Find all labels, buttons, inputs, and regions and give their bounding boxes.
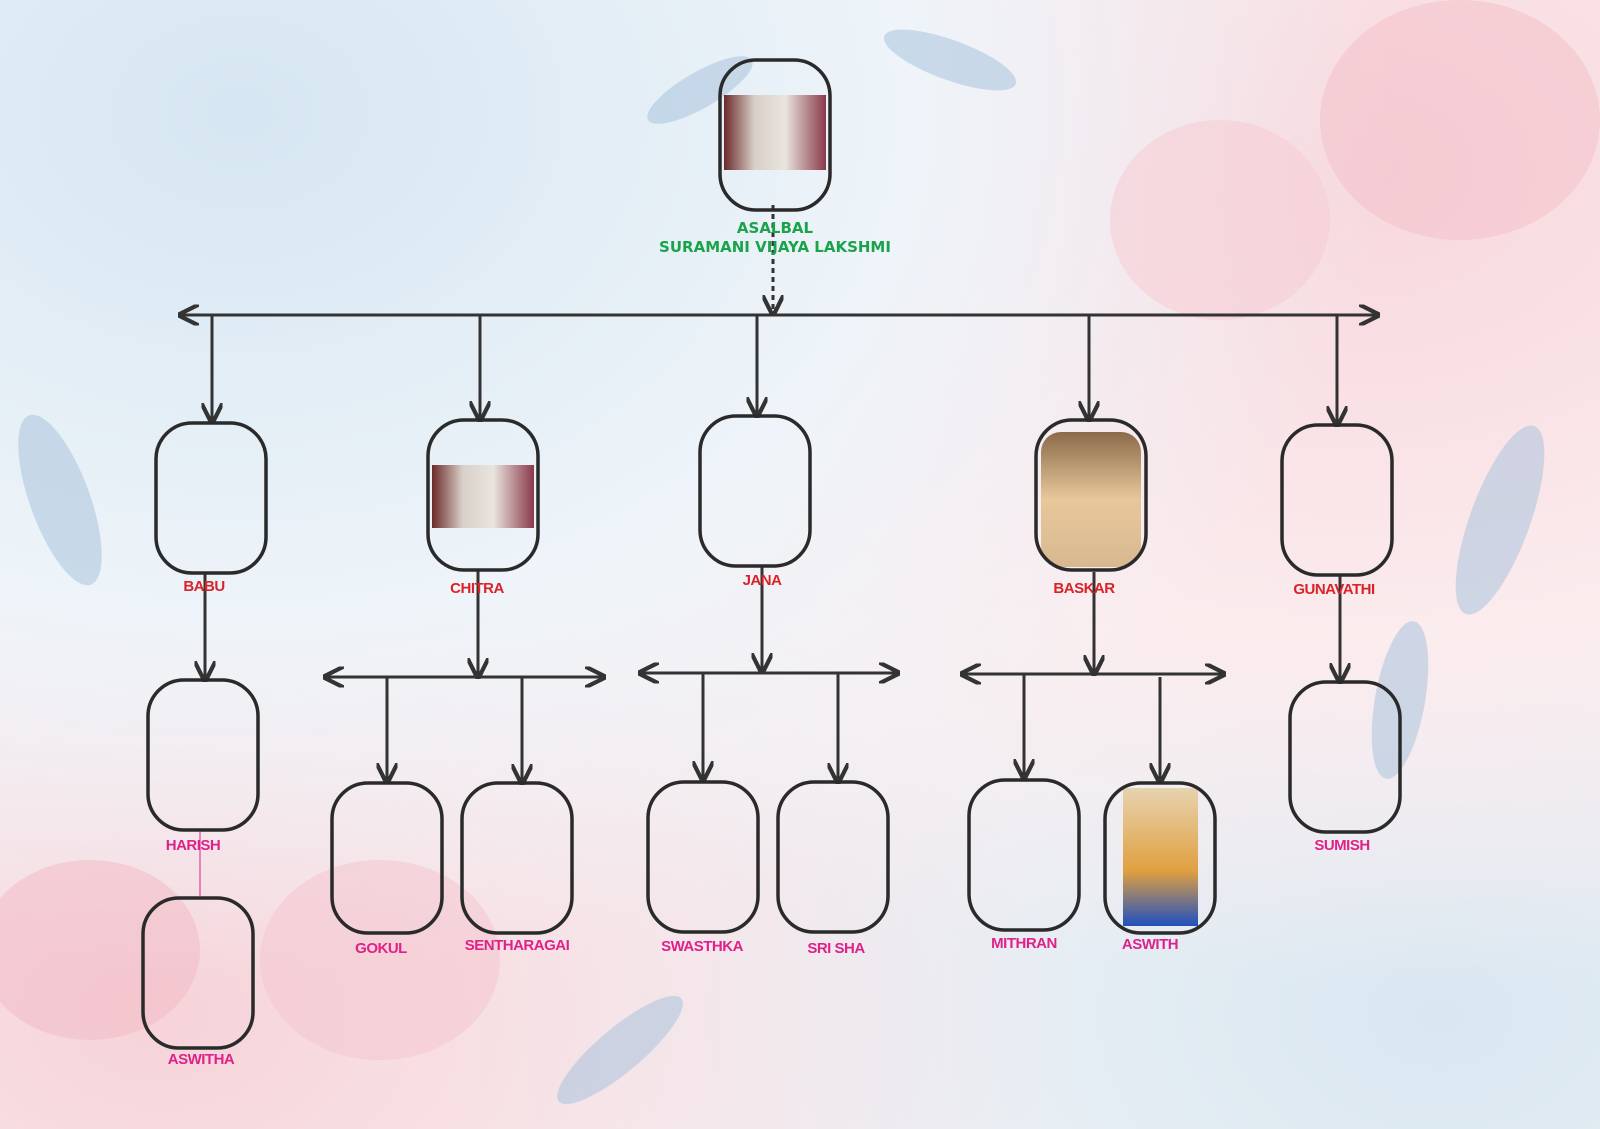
connectors bbox=[182, 205, 1376, 896]
grandchild-label: GOKUL bbox=[355, 940, 407, 957]
grandchild-label: ASWITH bbox=[1122, 936, 1178, 953]
child-label: JANA bbox=[743, 572, 783, 589]
node-aswith[interactable] bbox=[1103, 781, 1217, 935]
root-photo bbox=[724, 95, 826, 170]
node-chitra[interactable] bbox=[426, 418, 540, 572]
grandchild-label: SUMISH bbox=[1314, 837, 1369, 854]
node-jana[interactable] bbox=[698, 414, 812, 568]
grandchild-label: SENTHARAGAI bbox=[465, 937, 570, 954]
node-aswitha[interactable] bbox=[141, 896, 255, 1050]
grandchild-label: HARISH bbox=[166, 837, 221, 854]
node-baskar[interactable] bbox=[1034, 418, 1148, 572]
baskar-photo bbox=[1041, 432, 1141, 567]
node-harish[interactable] bbox=[146, 678, 260, 832]
root-name-line1: ASALBAL bbox=[737, 219, 814, 237]
node-babu[interactable] bbox=[154, 421, 268, 575]
node-gokul[interactable] bbox=[330, 781, 444, 935]
grandchild-label: SRI SHA bbox=[807, 940, 865, 957]
node-boxes bbox=[141, 58, 1402, 1050]
child-label: CHITRA bbox=[450, 580, 504, 597]
root-name-line2: SURAMANI VIJAYA LAKSHMI bbox=[659, 238, 891, 256]
node-swasthka[interactable] bbox=[646, 780, 760, 934]
node-mithran[interactable] bbox=[967, 778, 1081, 932]
child-label: GUNAVATHI bbox=[1293, 581, 1375, 598]
node-sentharagai[interactable] bbox=[460, 781, 574, 935]
aswith-photo bbox=[1123, 788, 1198, 926]
grandchild-label: MITHRAN bbox=[991, 935, 1057, 952]
grandchild-label: ASWITHA bbox=[168, 1051, 235, 1068]
node-sumish[interactable] bbox=[1288, 680, 1402, 834]
grandchild-label: SWASTHKA bbox=[661, 938, 744, 955]
child-label: BASKAR bbox=[1053, 580, 1115, 597]
node-srisha[interactable] bbox=[776, 780, 890, 934]
node-root[interactable] bbox=[718, 58, 832, 212]
child-label: BABU bbox=[183, 578, 224, 595]
node-gunavathi[interactable] bbox=[1280, 423, 1394, 577]
chitra-photo bbox=[432, 465, 534, 528]
